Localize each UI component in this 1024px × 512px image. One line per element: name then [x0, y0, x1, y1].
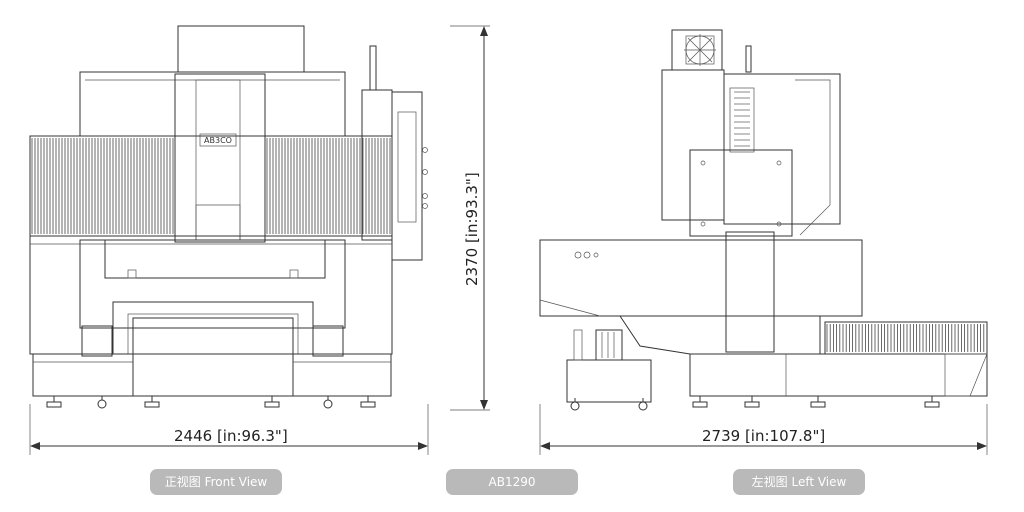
left-pump-motor — [595, 329, 623, 361]
front-left-bracket — [81, 325, 113, 357]
front-right-column — [361, 89, 393, 241]
front-gantry-upper — [79, 71, 346, 137]
front-leveling-feet — [46, 396, 376, 409]
front-base-center — [132, 317, 294, 397]
left-column-housing — [723, 73, 841, 225]
left-base — [689, 353, 988, 397]
height-dimension: 2370 [in:93.3"] — [463, 172, 481, 286]
front-brand-plate: AB3CO — [204, 136, 232, 145]
front-control-cabinet — [391, 91, 423, 261]
left-z-column — [725, 231, 775, 353]
front-right-bellows — [264, 135, 393, 237]
front-right-bracket — [312, 325, 344, 357]
left-width-dimension: 2739 [in:107.8"] — [702, 427, 826, 445]
front-width-dimension: 2446 [in:96.3"] — [174, 427, 288, 445]
front-machine-body — [29, 235, 393, 355]
front-table-frame — [79, 239, 346, 329]
left-view-label: 左视图 Left View — [733, 469, 865, 495]
left-electrical-cabinet — [661, 69, 725, 221]
left-hydraulic-unit — [566, 359, 652, 403]
front-base — [32, 353, 392, 397]
front-view-label: 正视图 Front View — [150, 469, 282, 495]
front-lamp-post — [369, 45, 377, 91]
left-spindle-carriage — [689, 149, 793, 237]
front-motor-housing — [177, 25, 305, 73]
front-worktable — [104, 239, 326, 279]
front-left-bellows — [29, 135, 176, 237]
front-spindle-head — [174, 73, 266, 243]
model-label: AB1290 — [446, 469, 578, 495]
left-leveling-feet — [570, 396, 940, 411]
left-lamp-post — [745, 45, 752, 73]
left-table-carriage — [619, 315, 821, 355]
dimension-lines — [29, 25, 988, 455]
left-view — [539, 29, 988, 411]
front-view: AB3CO — [29, 25, 428, 409]
left-machine-bed — [539, 239, 863, 317]
